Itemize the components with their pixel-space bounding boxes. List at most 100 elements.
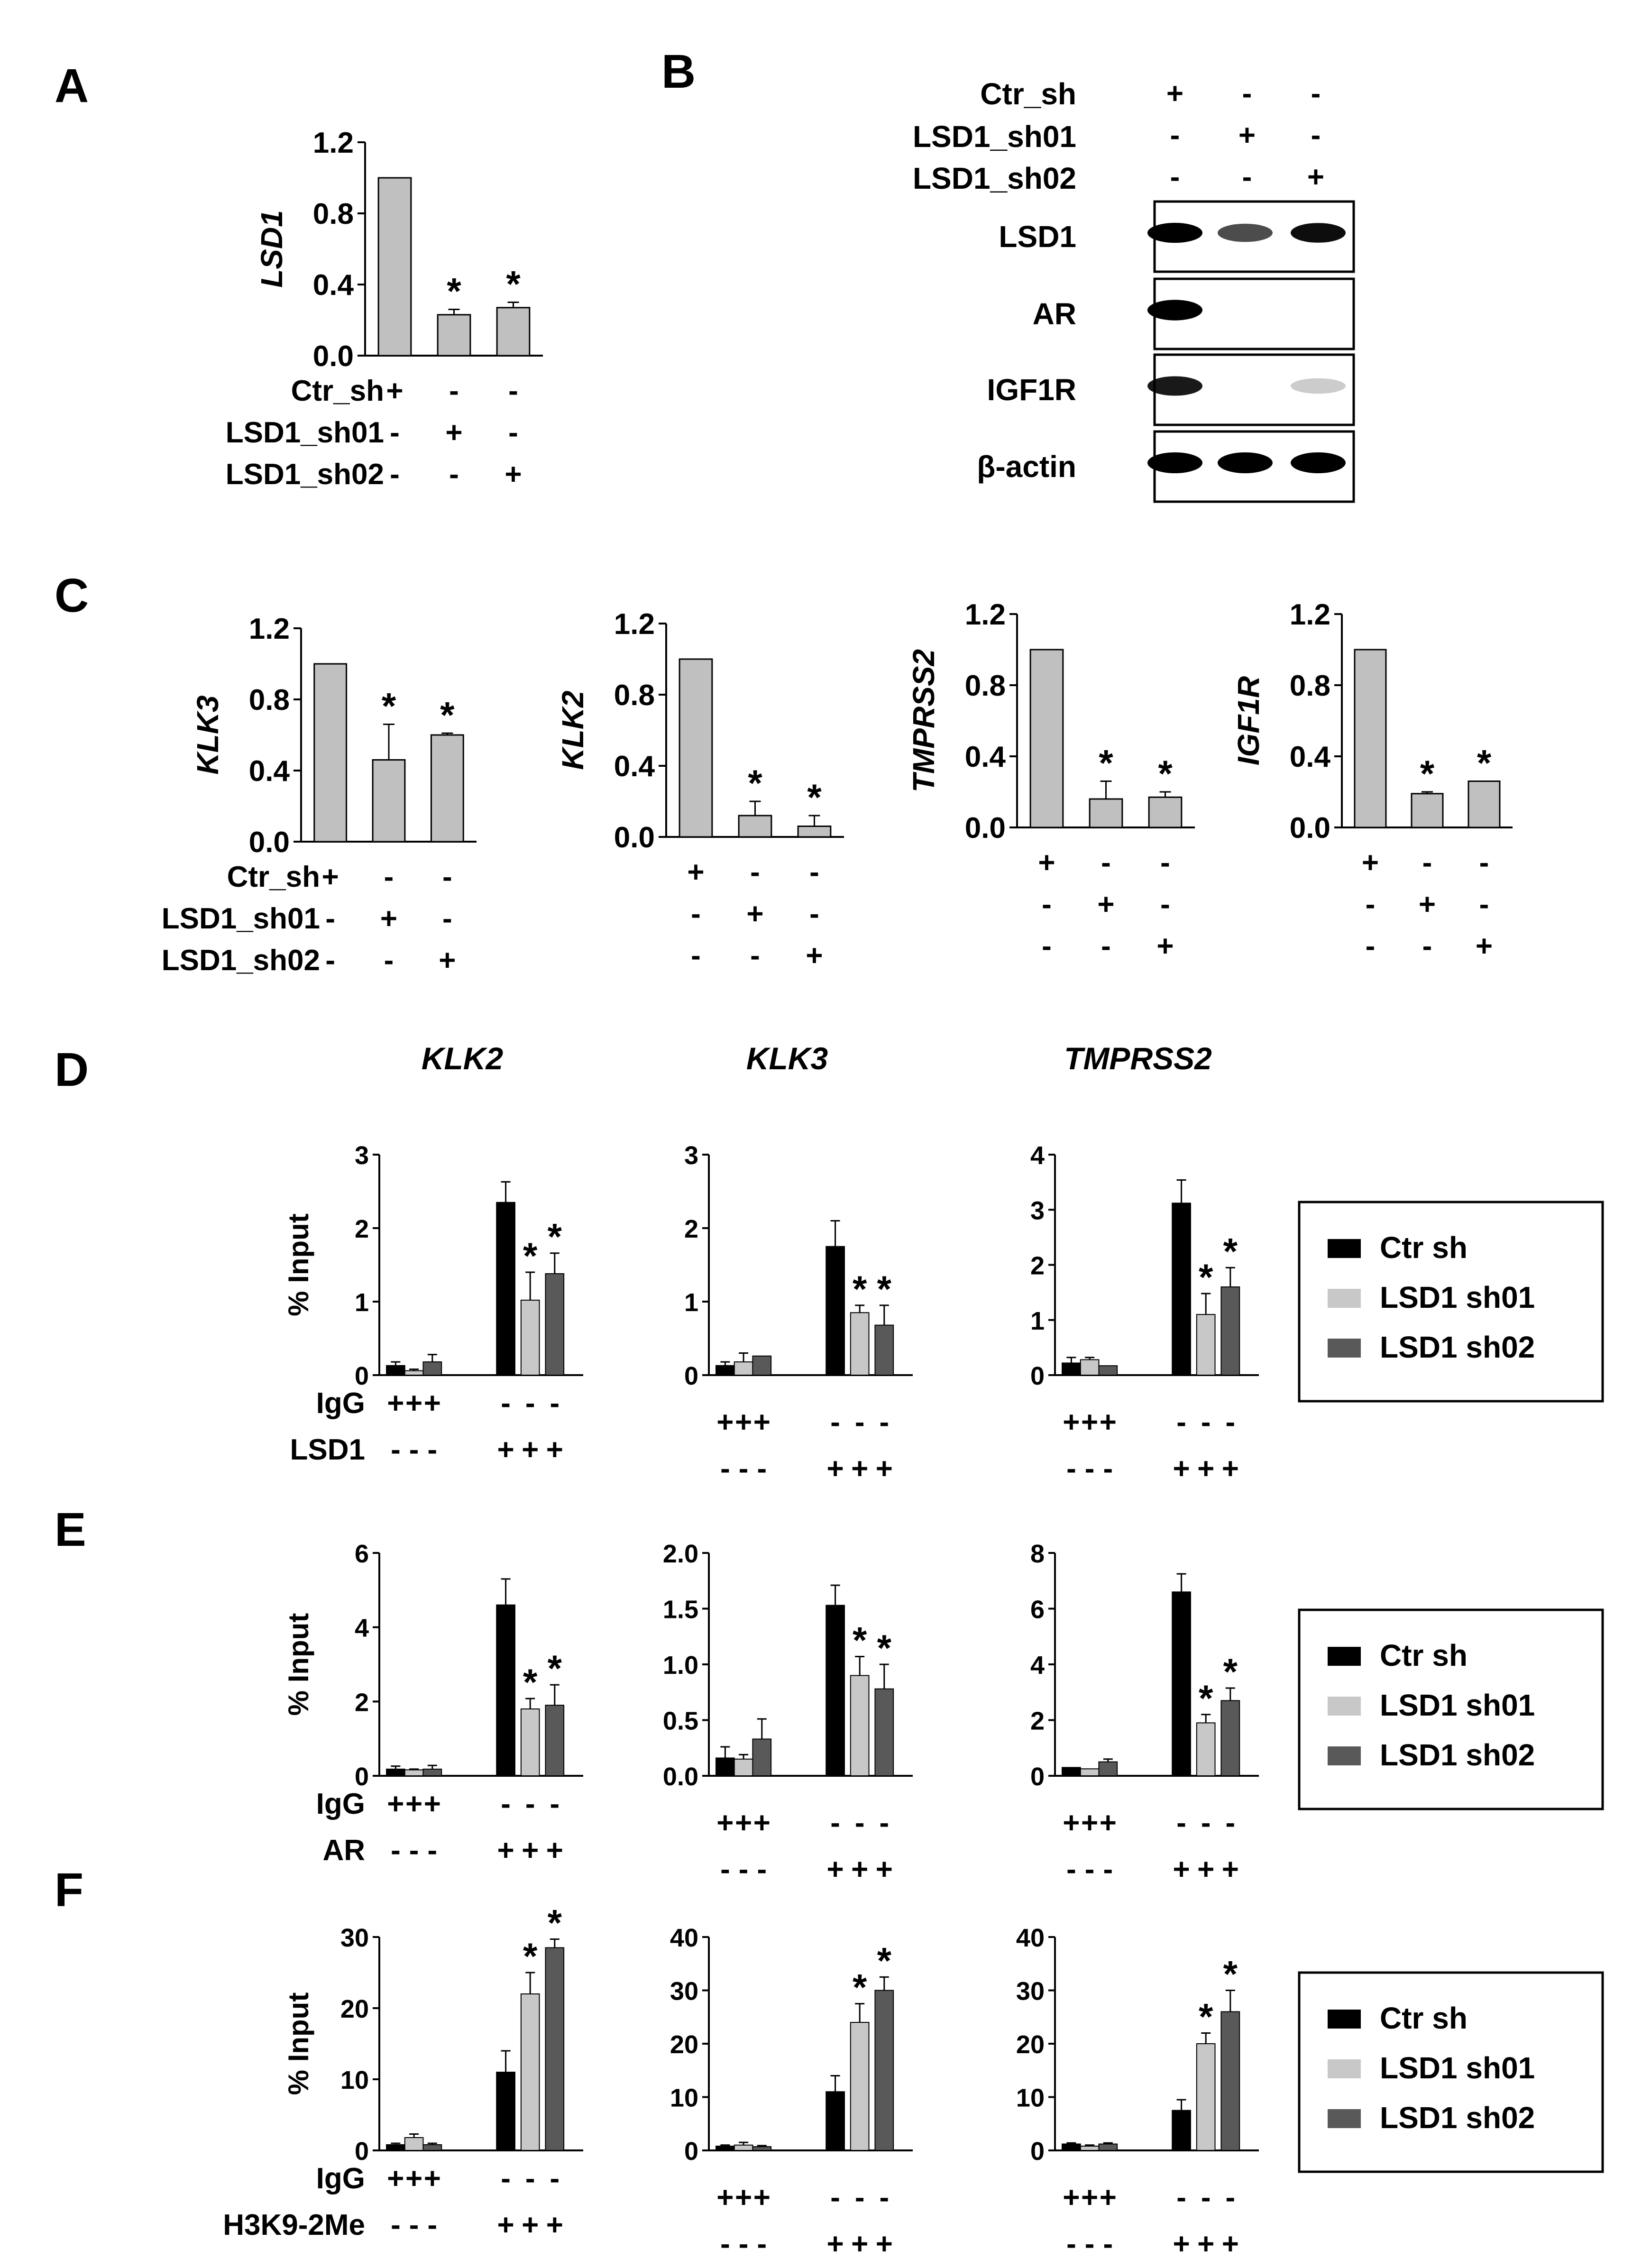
blot-row-label: IGF1R — [987, 373, 1076, 407]
bar — [826, 2091, 845, 2151]
bar — [404, 2137, 424, 2151]
y-tick-label: 1.2 — [965, 598, 1006, 631]
condition-sign: + — [716, 2181, 734, 2214]
bar — [1354, 649, 1387, 828]
bar — [430, 734, 464, 843]
condition-sign: + — [716, 1406, 734, 1439]
condition-sign: + — [1419, 888, 1436, 921]
condition-sign: - — [1201, 1807, 1211, 1839]
condition-sign: - — [750, 939, 760, 972]
significance-star: * — [1223, 1230, 1238, 1272]
condition-sign: - — [1042, 888, 1052, 921]
y-tick-label: 1.2 — [1290, 598, 1330, 631]
blot-sign: - — [1170, 161, 1180, 193]
condition-sign: + — [380, 902, 397, 935]
condition-sign: - — [830, 1807, 840, 1839]
y-tick-label: 30 — [670, 1977, 698, 2006]
condition-sign: - — [1066, 2228, 1076, 2260]
y-tick-label: 4 — [1030, 1141, 1045, 1170]
condition-sign: - — [442, 902, 452, 935]
y-tick-label: 0.4 — [313, 269, 354, 302]
blot-sign: + — [1307, 161, 1324, 193]
legend-label: LSD1 sh02 — [1380, 1738, 1535, 1772]
chip-row-label: IgG — [316, 1788, 365, 1820]
y-tick-label: 0 — [1030, 1362, 1045, 1390]
condition-sign: + — [405, 1387, 422, 1420]
y-tick-label: 3 — [355, 1141, 369, 1170]
condition-sign: - — [855, 1807, 865, 1839]
y-tick-label: 2 — [1030, 1252, 1045, 1280]
condition-sign: + — [1063, 2181, 1080, 2214]
condition-sign: - — [720, 1452, 730, 1485]
y-tick-label: 20 — [1016, 2030, 1045, 2059]
condition-sign: + — [851, 1452, 868, 1485]
bar — [422, 2144, 442, 2151]
gene-title-klk3: KLK3 — [746, 1041, 828, 1076]
bar — [422, 1768, 442, 1776]
significance-star: * — [382, 685, 396, 727]
condition-sign: - — [691, 898, 701, 930]
significance-star: * — [440, 694, 455, 735]
blot-band — [1291, 223, 1346, 243]
condition-label: Ctr_sh — [291, 375, 384, 407]
condition-sign: - — [855, 1406, 865, 1439]
significance-star: * — [1199, 1256, 1213, 1298]
blot-row-label: LSD1 — [999, 220, 1076, 254]
condition-label: LSD1_sh01 — [162, 902, 320, 935]
condition-sign: + — [387, 1387, 404, 1420]
legend-swatch — [1328, 2010, 1361, 2029]
condition-sign: - — [720, 1853, 730, 1886]
bar — [386, 1365, 405, 1376]
significance-star: * — [548, 1902, 562, 1944]
condition-sign: - — [525, 1387, 535, 1420]
y-tick-label: 1.2 — [249, 613, 290, 645]
bar — [422, 1361, 442, 1376]
bar — [752, 2146, 772, 2151]
chip-row-label: LSD1 — [290, 1433, 365, 1466]
bar — [1098, 1365, 1118, 1376]
condition-sign: - — [1101, 846, 1111, 879]
condition-sign: - — [1201, 2181, 1211, 2214]
condition-sign: + — [497, 2209, 514, 2241]
significance-star: * — [807, 776, 822, 818]
condition-sign: - — [508, 416, 518, 449]
significance-star: * — [748, 762, 762, 804]
condition-sign: + — [1081, 1807, 1098, 1839]
condition-sign: - — [325, 944, 335, 977]
blot-sign: - — [1311, 119, 1321, 152]
blot-band — [1218, 452, 1273, 473]
gene-title-tmprss2: TMPRSS2 — [1064, 1041, 1212, 1076]
condition-sign: - — [1103, 2228, 1113, 2260]
condition-sign: - — [390, 458, 400, 491]
y-tick-label: 20 — [670, 2030, 698, 2059]
bar — [715, 2146, 735, 2151]
y-tick-label: 0.0 — [313, 340, 354, 373]
significance-star: * — [1099, 742, 1113, 784]
condition-sign: + — [746, 898, 763, 930]
y-tick-label: 2.0 — [663, 1540, 698, 1568]
bar — [752, 1355, 772, 1376]
condition-sign: - — [391, 1834, 401, 1867]
blot-band — [1147, 222, 1202, 243]
y-tick-label: 1 — [1030, 1307, 1045, 1335]
bar — [850, 1675, 870, 1776]
condition-sign: + — [1100, 1406, 1117, 1439]
legend-swatch — [1328, 1289, 1361, 1308]
condition-sign: - — [1225, 1406, 1235, 1439]
y-tick-label: 30 — [1016, 1977, 1045, 2006]
condition-sign: - — [1479, 846, 1489, 879]
condition-sign: - — [1422, 930, 1432, 963]
condition-sign: + — [851, 2228, 868, 2260]
condition-sign: + — [522, 1834, 539, 1867]
bar — [1220, 1700, 1240, 1776]
bar — [496, 1202, 515, 1376]
significance-star: * — [1477, 742, 1492, 784]
y-axis-label: % Input — [283, 1993, 314, 2095]
condition-sign: + — [753, 2181, 770, 2214]
bar — [437, 314, 471, 357]
condition-sign: - — [1366, 930, 1376, 963]
y-tick-label: 40 — [670, 1924, 698, 1952]
bar — [386, 1768, 405, 1776]
condition-sign: + — [1197, 1853, 1214, 1886]
y-axis-label: % Input — [283, 1613, 314, 1716]
